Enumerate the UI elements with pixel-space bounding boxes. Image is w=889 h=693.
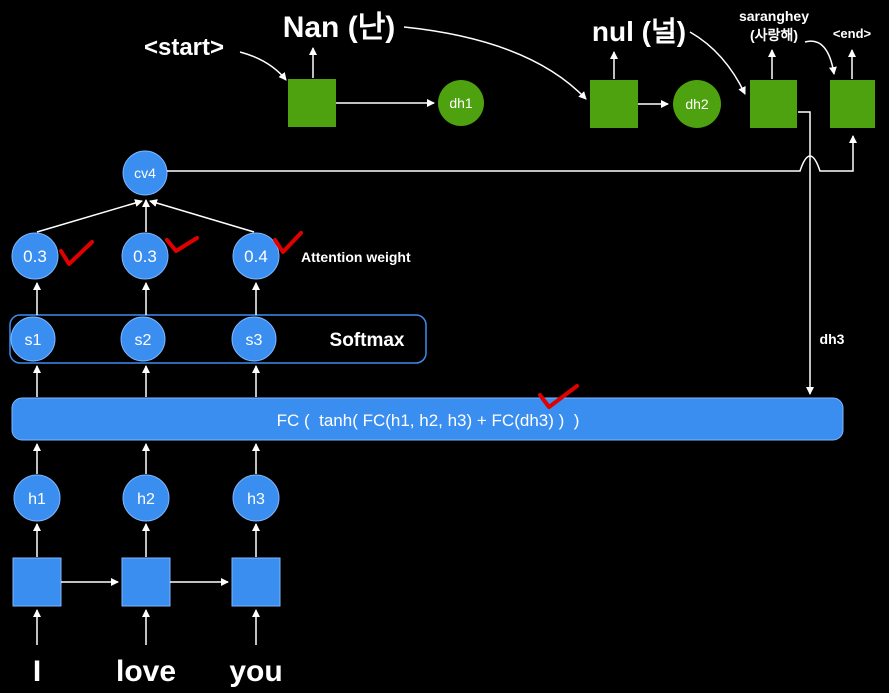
hidden-state-h1 (13, 474, 61, 522)
input-word-3: you (229, 655, 282, 688)
hidden-state-h2 (122, 474, 170, 522)
attention-weight-label: Attention weight (301, 249, 411, 265)
score-to-weight-arrows (33, 282, 260, 315)
decoder-hidden-label-dh1: dh1 (449, 95, 473, 111)
decoder-hidden-label-dh2: dh2 (685, 96, 709, 112)
dh3-label: dh3 (820, 331, 845, 347)
weight-value-3: 0.4 (244, 247, 268, 266)
check-mark-weight-3 (273, 231, 303, 254)
softmax-box (9, 314, 427, 364)
nan-to-cell2-arrow (403, 26, 587, 100)
fc-to-score-arrows (33, 365, 260, 397)
check-mark-dh3 (538, 384, 579, 409)
encoder-cell-2 (121, 557, 171, 607)
score-label-s1: s1 (25, 332, 42, 349)
encoder-cell-3 (231, 557, 281, 607)
weight-to-context-arrows (36, 199, 255, 233)
weight-1 (11, 232, 59, 280)
context-label: cv4 (134, 165, 156, 181)
score-s3 (231, 316, 277, 362)
check-mark-weight-2 (165, 236, 199, 253)
decoder-cell-2 (590, 80, 638, 128)
start-arrow (239, 51, 287, 81)
check-mark-weight-1 (59, 240, 94, 266)
hidden-label-h3: h3 (247, 491, 265, 508)
decoder-cell-1 (288, 79, 336, 127)
start-token: <start> (144, 34, 224, 61)
score-label-s2: s2 (135, 332, 152, 349)
dh3-arrow (798, 111, 814, 395)
softmax-label: Softmax (330, 330, 405, 351)
score-s1 (10, 316, 56, 362)
hidden-state-h3 (232, 474, 280, 522)
fc-bar (11, 397, 844, 441)
output-word-2: nul (널) (592, 16, 686, 47)
score-s2 (120, 316, 166, 362)
decoder-cell-3 (750, 80, 797, 128)
decoder-hidden-dh2 (673, 80, 721, 128)
decoder-output-arrows (309, 47, 856, 79)
input-word-2: love (116, 655, 176, 688)
context-to-decoder-arrow (167, 135, 857, 172)
decoder-hidden-dh1 (438, 80, 484, 126)
fc-label: FC ( tanh( FC(h1, h2, h3) + FC(dh3) ) ) (277, 411, 580, 430)
weight-value-1: 0.3 (23, 247, 47, 266)
encoder-cell-1 (12, 557, 62, 607)
context-vector-cv4 (122, 150, 168, 196)
weight-2 (121, 232, 169, 280)
encoder-up-arrows (33, 523, 260, 557)
weight-3 (232, 232, 280, 280)
weight-value-2: 0.3 (133, 247, 157, 266)
score-label-s3: s3 (246, 332, 263, 349)
end-token: <end> (833, 26, 872, 41)
decoder-cell-4 (830, 80, 875, 128)
hidden-label-h1: h1 (28, 491, 46, 508)
saranghey-to-cell4-arrow (804, 40, 837, 75)
hidden-to-fc-arrows (33, 443, 260, 474)
hidden-label-h2: h2 (137, 491, 155, 508)
nul-to-cell3-arrow (689, 31, 746, 95)
output-word-3-korean: (사랑해) (750, 27, 798, 43)
output-word-1: Nan (난) (283, 11, 396, 44)
input-word-1: I (33, 655, 41, 688)
input-arrows (33, 609, 260, 645)
output-word-3: saranghey (739, 8, 809, 24)
